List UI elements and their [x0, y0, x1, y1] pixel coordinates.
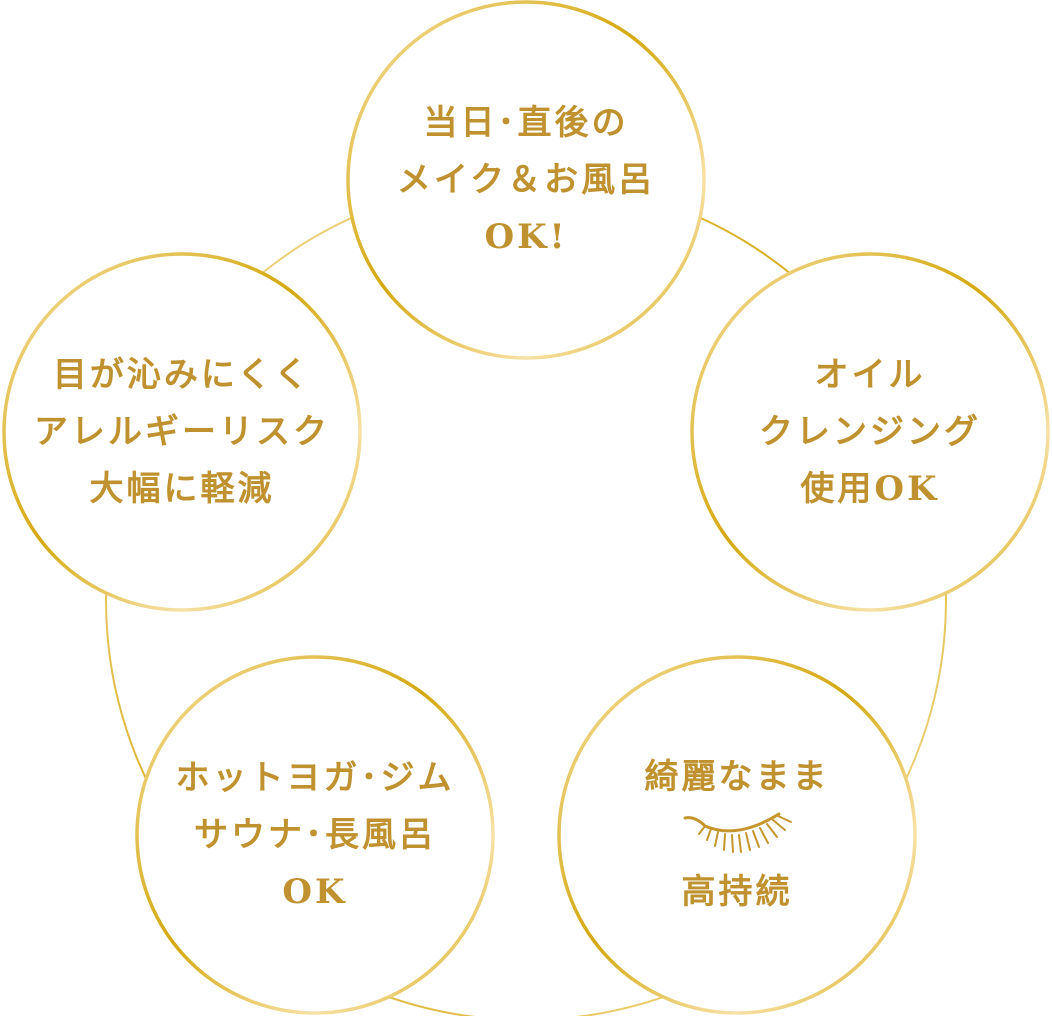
gold-ring — [2, 252, 362, 612]
feature-text: メイク＆お風呂 — [396, 159, 656, 200]
feature-text: 綺麗なまま — [644, 757, 830, 797]
feature-text: オイル — [814, 354, 926, 395]
feature-text: OK! — [484, 216, 568, 257]
feature-text: 当日･直後の — [423, 102, 629, 143]
feature-circle-hot-yoga: ホットヨガ･ジム サウナ･長風呂 OK — [135, 655, 495, 1015]
feature-circle-oil-cleansing: オイル クレンジング 使用OK — [690, 252, 1050, 612]
feature-text: 目が沁みにくく — [52, 354, 312, 395]
gold-ring — [346, 0, 706, 360]
feature-text: アレルギーリスク — [34, 411, 330, 452]
gold-ring — [135, 655, 495, 1015]
feature-text: ホットヨガ･ジム — [175, 757, 455, 798]
feature-text: サウナ･長風呂 — [194, 814, 436, 855]
gold-ring — [690, 252, 1050, 612]
eyelash-icon — [683, 812, 792, 853]
feature-circle-makeup-bath: 当日･直後の メイク＆お風呂 OK! — [346, 0, 706, 360]
feature-circle-long-lasting: 綺麗なまま 高持続 — [557, 655, 917, 1015]
gold-ring — [557, 655, 917, 1015]
feature-circle-allergy: 目が沁みにくく アレルギーリスク 大幅に軽減 — [2, 252, 362, 612]
feature-text: クレンジング — [759, 411, 981, 452]
feature-text: 大幅に軽減 — [89, 468, 275, 509]
feature-text: OK — [282, 871, 348, 912]
feature-text: 高持続 — [681, 872, 793, 912]
feature-text: 使用OK — [800, 468, 940, 509]
